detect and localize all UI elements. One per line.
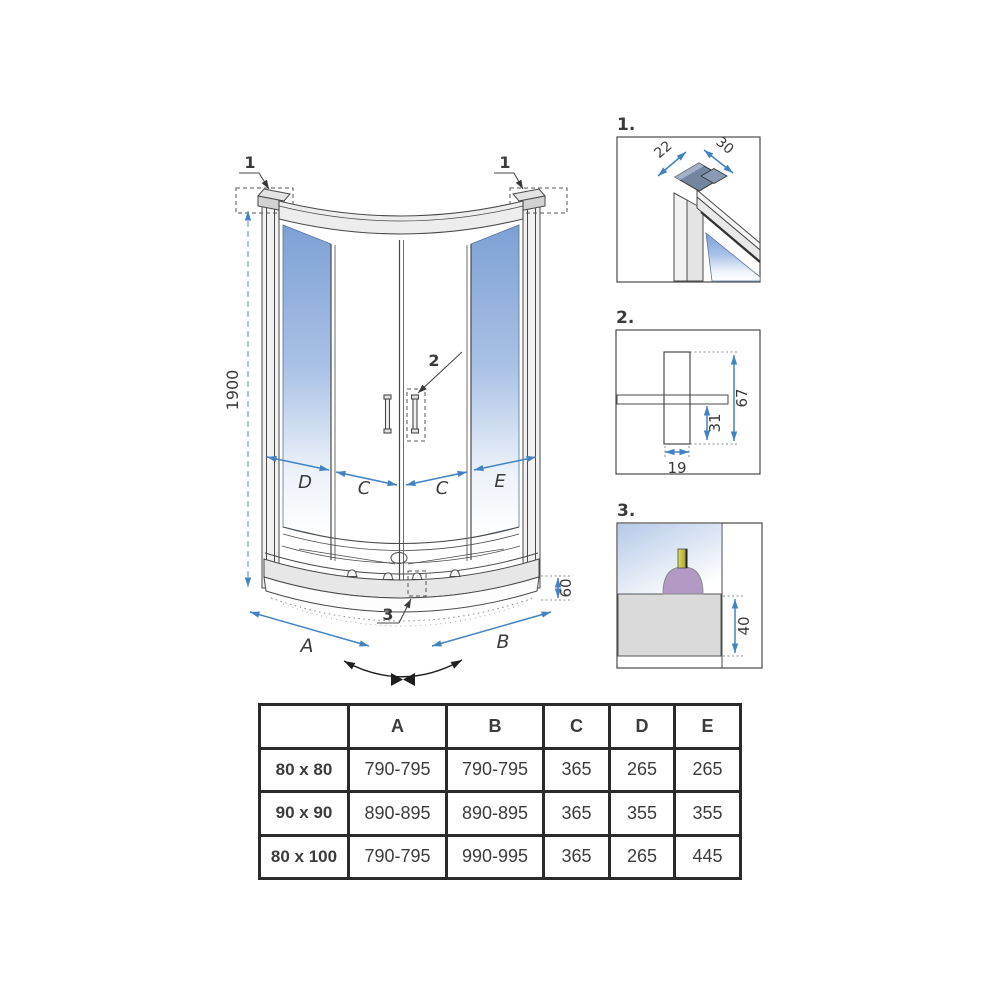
- table-header-b: B: [445, 703, 545, 750]
- cell-d: 265: [608, 746, 676, 793]
- callout-1-left: 1: [239, 153, 270, 190]
- table-header-e: E: [673, 703, 742, 750]
- cell-d: 355: [608, 790, 676, 837]
- dim-30-label: 30: [713, 134, 737, 158]
- dim-22-label: 22: [651, 138, 675, 162]
- top-rail: [278, 200, 524, 235]
- drain: [390, 552, 408, 564]
- segment-d-label: D: [298, 472, 312, 493]
- cell-c: 365: [542, 746, 611, 793]
- cell-a: 890-895: [347, 790, 448, 837]
- detail-1-corner-profile: 1. 22 30: [616, 115, 761, 283]
- tray-foot: [449, 569, 461, 577]
- table-row: 80 x 80 790-795 790-795 365 265 265: [258, 746, 742, 793]
- callout-1-left-label: 1: [244, 153, 255, 172]
- table-header-c: C: [542, 703, 611, 750]
- dim-40-label: 40: [735, 616, 753, 635]
- cell-e: 445: [673, 833, 742, 880]
- callout-1-right: 1: [494, 153, 524, 190]
- dim-segments: D C C E: [266, 455, 537, 499]
- cell-a: 790-795: [347, 833, 448, 880]
- callout-3-label: 3: [382, 605, 393, 624]
- dim-31-label: 31: [706, 413, 724, 432]
- segment-c-left-label: C: [358, 478, 371, 499]
- glass-bar: [616, 394, 729, 405]
- cell-a: 790-795: [347, 746, 448, 793]
- callout-2: 2: [417, 351, 463, 394]
- shower-tray: [263, 545, 540, 627]
- table-row: 90 x 90 890-895 890-895 365 355 355: [258, 790, 742, 837]
- width-b-label: B: [496, 631, 509, 653]
- dim-tray-height-60: 60: [541, 575, 575, 601]
- corner-connector-cap: [674, 162, 728, 192]
- cell-e: 265: [673, 746, 742, 793]
- door-rails: [282, 240, 520, 580]
- glass-panels: [282, 224, 520, 539]
- row-label: 80 x 100: [258, 833, 350, 880]
- top-corner-caps: [257, 188, 546, 212]
- cell-b: 990-995: [445, 833, 545, 880]
- dim-widths: A B: [249, 611, 552, 657]
- tray-foot: [346, 569, 358, 577]
- segment-e-label: E: [494, 471, 506, 492]
- cell-c: 365: [542, 790, 611, 837]
- dim-67-label: 67: [733, 388, 751, 407]
- row-label: 80 x 80: [258, 746, 350, 793]
- dim-19-label: 19: [667, 459, 686, 477]
- door-handles: [383, 388, 426, 442]
- tray-foot: [382, 572, 394, 580]
- segment-c-right-label: C: [436, 478, 449, 499]
- detail-2-handle-section: 2. 67 31 19: [615, 308, 761, 477]
- cell-c: 365: [542, 833, 611, 880]
- cell-d: 265: [608, 833, 676, 880]
- dim-height-1900: 1900: [223, 211, 252, 587]
- table-header-row: A B C D E: [258, 703, 742, 750]
- handle-profile: [663, 351, 691, 445]
- detail-2-label: 2.: [616, 308, 634, 328]
- table-header-d: D: [608, 703, 676, 750]
- detail-3-tray-foot: 3. 40: [616, 501, 763, 669]
- main-drawing: 1900 D C C E A B 60: [223, 153, 575, 686]
- tray-foot: [411, 572, 423, 580]
- callout-3: 3: [377, 598, 412, 624]
- dim-tray-height-label: 60: [557, 578, 575, 597]
- table-header-a: A: [347, 703, 448, 750]
- detail-3-label: 3.: [617, 501, 635, 521]
- cell-b: 890-895: [445, 790, 545, 837]
- size-table: A B C D E 80 x 80 790-795 790-795 365 26…: [258, 703, 742, 880]
- dim-height-label: 1900: [223, 370, 242, 411]
- table-header-size: [258, 703, 350, 750]
- door-swing-arrow: [343, 659, 463, 686]
- row-label: 90 x 90: [258, 790, 350, 837]
- callout-1-right-label: 1: [499, 153, 510, 172]
- detail-1-label: 1.: [617, 115, 635, 135]
- callout-2-label: 2: [428, 351, 439, 370]
- table-row: 80 x 100 790-795 990-995 365 265 445: [258, 833, 742, 880]
- cell-b: 790-795: [445, 746, 545, 793]
- wall-profiles: [261, 195, 541, 589]
- width-a-label: A: [299, 635, 314, 657]
- tray-base: [617, 593, 722, 657]
- cell-e: 355: [673, 790, 742, 837]
